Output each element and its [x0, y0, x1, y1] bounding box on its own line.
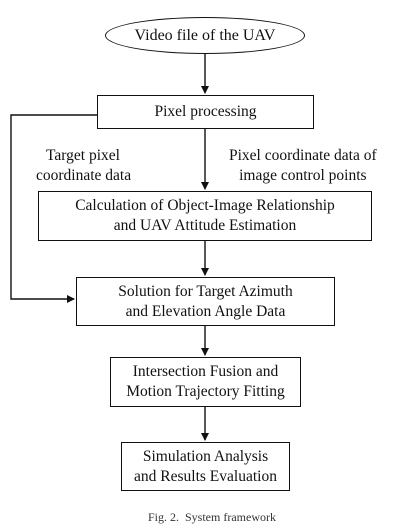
target-pixel-label: Target pixel coordinate data: [36, 146, 131, 186]
arrow-pixel-to-solution-bypass: [10, 114, 97, 303]
control-points-label: Pixel coordinate data of image control p…: [229, 146, 377, 186]
target-pixel-label-line1: Target pixel: [46, 147, 120, 164]
calc-label-line2: and UAV Attitude Estimation: [113, 217, 297, 234]
figure-caption: Fig. 2. System framework: [148, 510, 276, 524]
simulation-label-line2: and Results Evaluation: [134, 467, 277, 485]
fusion-label-line1: Intersection Fusion and: [132, 363, 279, 380]
solution-label-line2: and Elevation Angle Data: [125, 302, 286, 320]
solution-label-line1: Solution for Target Azimuth: [118, 282, 293, 300]
simulation-box: Simulation Analysis and Results Evaluati…: [121, 442, 290, 491]
control-points-label-line1: Pixel coordinate data of: [229, 147, 377, 164]
start-node-label: Video file of the UAV: [134, 26, 276, 44]
simulation-label-line1: Simulation Analysis: [142, 447, 269, 465]
calc-label-line1: Calculation of Object-Image Relationship: [75, 197, 335, 214]
fusion-label-line2: Motion Trajectory Fitting: [126, 383, 285, 400]
control-points-label-line2: image control points: [239, 167, 367, 184]
target-pixel-label-line2: coordinate data: [36, 167, 132, 184]
calc-box: Calculation of Object-Image Relationship…: [38, 191, 372, 241]
solution-box: Solution for Target Azimuth and Elevatio…: [76, 277, 335, 326]
pixel-processing-label: Pixel processing: [154, 103, 257, 120]
pixel-processing-box: Pixel processing: [97, 95, 314, 129]
start-node: Video file of the UAV: [105, 17, 305, 54]
fusion-box: Intersection Fusion and Motion Trajector…: [110, 357, 301, 407]
